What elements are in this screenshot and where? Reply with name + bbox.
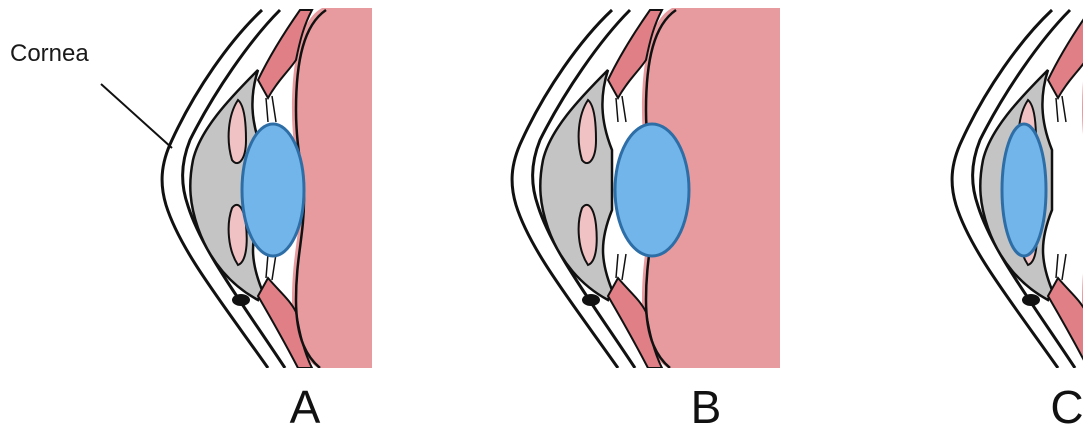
lens: [242, 124, 304, 256]
lens: [615, 124, 689, 256]
ciliary-muscle-upper: [1048, 10, 1083, 98]
cornea-pointer-line: [101, 84, 172, 148]
eye-panel-b: [512, 8, 910, 368]
tear-duct-mark: [1022, 294, 1040, 306]
panel-label-c: C: [1037, 384, 1083, 430]
eye-shapes: [952, 8, 1083, 368]
anterior-chamber: [540, 70, 612, 300]
eye-panel-a: [162, 8, 560, 368]
eye-shapes: [512, 8, 910, 368]
zonule-fibres: [1056, 96, 1066, 280]
eye-panel-c: [952, 8, 1083, 368]
lens: [1002, 124, 1046, 256]
eyeball-interior: [292, 8, 560, 368]
panel-label-b: B: [676, 384, 736, 430]
eye-shapes: [162, 8, 560, 368]
cornea-label: Cornea: [10, 40, 89, 68]
tear-duct-mark: [232, 294, 250, 306]
tear-duct-mark: [582, 294, 600, 306]
panel-label-a: A: [275, 384, 335, 430]
